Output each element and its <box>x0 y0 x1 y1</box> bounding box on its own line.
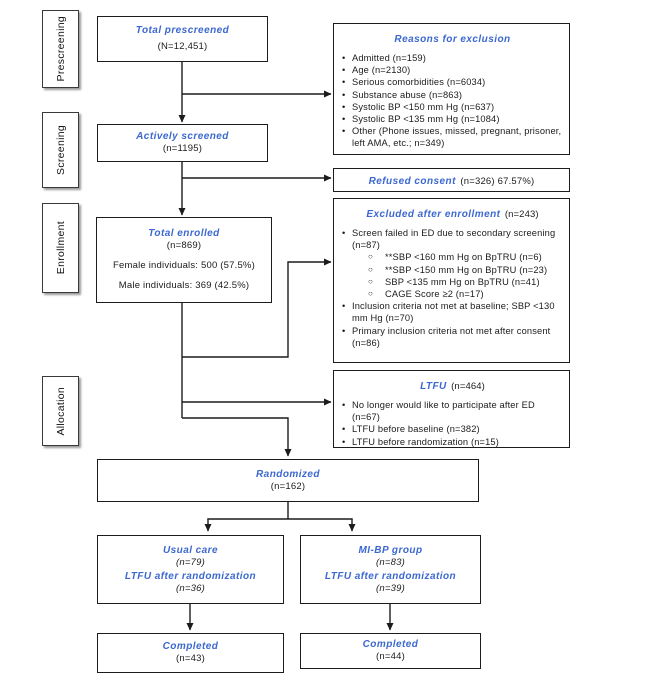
bullet-icon: • <box>342 436 346 447</box>
stage-label-text: Screening <box>54 125 67 175</box>
stage-label-screening: Screening <box>42 112 79 188</box>
bullet-icon: • <box>342 325 346 336</box>
list-item: •Substance abuse (n=863) <box>342 89 463 100</box>
sub-list-item: ○**SBP <150 mm Hg on BpTRU (n=23) <box>368 264 548 275</box>
box-title: Usual care <box>162 544 219 556</box>
box-title: MI-BP group <box>358 544 423 556</box>
list-item: •Inclusion criteria not met at baseline;… <box>342 301 555 324</box>
box-actively-screened: Actively screened (n=1195) <box>97 124 268 162</box>
sub-list-item: ○CAGE Score ≥2 (n=17) <box>368 289 484 300</box>
box-count: (n=1195) <box>162 143 203 155</box>
box-completed-usual-care: Completed (n=43) <box>97 633 284 673</box>
box-count: (n=243) <box>504 209 539 220</box>
stage-label-text: Enrollment <box>54 221 67 275</box>
bullet-icon: • <box>342 89 346 100</box>
female-count-line: Female individuals: 500 (57.5%) <box>113 260 255 272</box>
list-item: •LTFU before baseline (n=382) <box>342 424 480 435</box>
bullet-icon: • <box>342 126 346 137</box>
bullet-icon: • <box>342 65 346 76</box>
circle-bullet-icon: ○ <box>368 289 373 299</box>
box-usual-care: Usual care (n=79) LTFU after randomizati… <box>97 535 284 604</box>
bullet-icon: • <box>342 77 346 88</box>
box-title: LTFU <box>420 381 447 392</box>
box-title: Total enrolled <box>148 228 220 240</box>
box-count: (n=464) <box>451 381 485 392</box>
box-subtitle: LTFU after randomization <box>324 570 457 582</box>
box-title: Randomized <box>256 468 320 480</box>
list-item: •Admitted (n=159) <box>342 53 426 63</box>
bullet-icon: • <box>342 424 346 435</box>
list-item: •Serious comorbidities (n=6034) <box>342 77 486 88</box>
bullet-icon: • <box>342 101 346 112</box>
box-total-prescreened: Total prescreened (N=12,451) <box>97 16 268 62</box>
stage-label-text: Prescreening <box>54 16 67 82</box>
stage-label-prescreening: Prescreening <box>42 10 79 88</box>
box-randomized: Randomized (n=162) <box>97 459 479 502</box>
bullet-icon: • <box>342 228 346 238</box>
box-ltfu: LTFU (n=464) •No longer would like to pa… <box>333 370 570 448</box>
box-title: Excluded after enrollment <box>366 209 501 220</box>
box-count: (n=44) <box>376 651 405 663</box>
list-item: •Primary inclusion criteria not met afte… <box>342 325 551 348</box>
sub-list-item: ○**SBP <160 mm Hg on BpTRU (n=6) <box>368 252 542 263</box>
box-count: (n=326) 67.57%) <box>460 176 535 187</box>
box-subtitle: LTFU after randomization <box>124 570 257 582</box>
box-title: Completed <box>362 639 419 651</box>
box-total-enrolled: Total enrolled (n=869) Female individual… <box>96 217 272 303</box>
list-item: •Age (n=2130) <box>342 65 411 76</box>
box-title: Refused consent <box>368 176 456 187</box>
male-count-line: Male individuals: 369 (42.5%) <box>118 279 250 291</box>
list-item: •Systolic BP <150 mm Hg (n=637) <box>342 101 495 112</box>
list-item: •LTFU before randomization (n=15) <box>342 436 499 447</box>
box-subcount: (n=39) <box>376 582 405 594</box>
box-count: (n=43) <box>176 653 205 665</box>
circle-bullet-icon: ○ <box>368 252 373 262</box>
bullet-icon: • <box>342 53 346 63</box>
box-title: Completed <box>162 641 219 653</box>
list-item: •Screen failed in ED due to secondary sc… <box>342 228 556 251</box>
box-excluded-after-enrollment: Excluded after enrollment (n=243) •Scree… <box>333 198 570 363</box>
list-item: •Other (Phone issues, missed, pregnant, … <box>342 126 562 149</box>
box-refused-consent: Refused consent (n=326) 67.57%) <box>333 168 570 192</box>
box-reasons-for-exclusion: Reasons for exclusion •Admitted (n=159) … <box>333 23 570 155</box>
box-subcount: (n=36) <box>176 582 205 594</box>
arrow-enrolled-to-randomized <box>182 417 292 457</box>
bullet-icon: • <box>342 114 346 125</box>
box-title: Reasons for exclusion <box>394 34 511 45</box>
box-count: (n=162) <box>270 480 306 492</box>
stage-label-allocation: Allocation <box>42 376 79 446</box>
sub-list-item: ○SBP <135 mm Hg on BpTRU (n=41) <box>368 276 540 287</box>
bullet-icon: • <box>342 301 346 312</box>
box-title: Total prescreened <box>135 25 230 37</box>
box-count: (N=12,451) <box>157 41 208 53</box>
circle-bullet-icon: ○ <box>368 264 373 274</box>
box-title: Actively screened <box>136 131 229 143</box>
box-count: (n=79) <box>176 556 205 568</box>
box-count: (n=83) <box>376 556 405 568</box>
circle-bullet-icon: ○ <box>368 276 373 286</box>
bullet-icon: • <box>342 400 346 410</box>
box-completed-mi-bp: Completed (n=44) <box>300 633 481 669</box>
box-mi-bp-group: MI-BP group (n=83) LTFU after randomizat… <box>300 535 481 604</box>
list-item: •No longer would like to participate aft… <box>342 400 535 423</box>
list-item: •Systolic BP <135 mm Hg (n=1084) <box>342 114 500 125</box>
box-count: (n=869) <box>166 240 202 252</box>
stage-label-text: Allocation <box>54 386 67 436</box>
stage-label-enrollment: Enrollment <box>42 203 79 293</box>
